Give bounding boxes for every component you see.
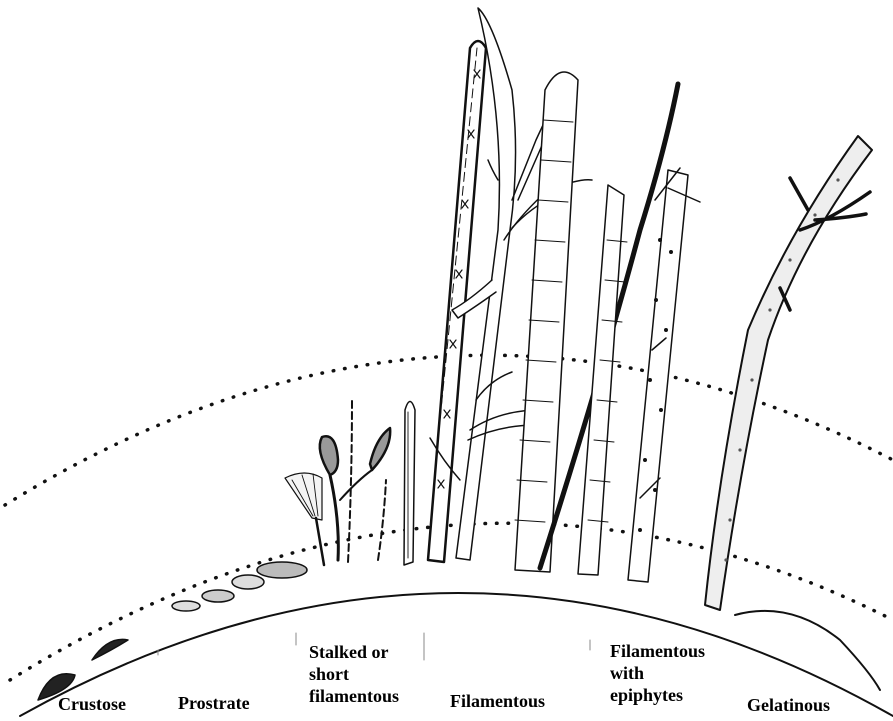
label-epiphytes-line1: Filamentous bbox=[610, 640, 705, 662]
label-filamentous: Filamentous bbox=[450, 690, 545, 712]
label-filamentous-with-epiphytes: Filamentous with epiphytes bbox=[610, 640, 705, 706]
label-stalked-line2: short bbox=[309, 663, 399, 685]
label-stalked-or-short-filamentous: Stalked or short filamentous bbox=[309, 641, 399, 707]
label-prostrate: Prostrate bbox=[178, 692, 250, 714]
prostrate-algae bbox=[172, 562, 307, 611]
label-stalked-line3: filamentous bbox=[309, 685, 399, 707]
label-gelatinous: Gelatinous bbox=[747, 694, 830, 716]
stalked-algae bbox=[285, 398, 415, 565]
label-epiphytes-line3: epiphytes bbox=[610, 684, 705, 706]
gelatinous-algae bbox=[705, 136, 880, 690]
label-stalked-line1: Stalked or bbox=[309, 641, 399, 663]
label-epiphytes-line2: with bbox=[610, 662, 705, 684]
label-crustose: Crustose bbox=[58, 693, 126, 715]
